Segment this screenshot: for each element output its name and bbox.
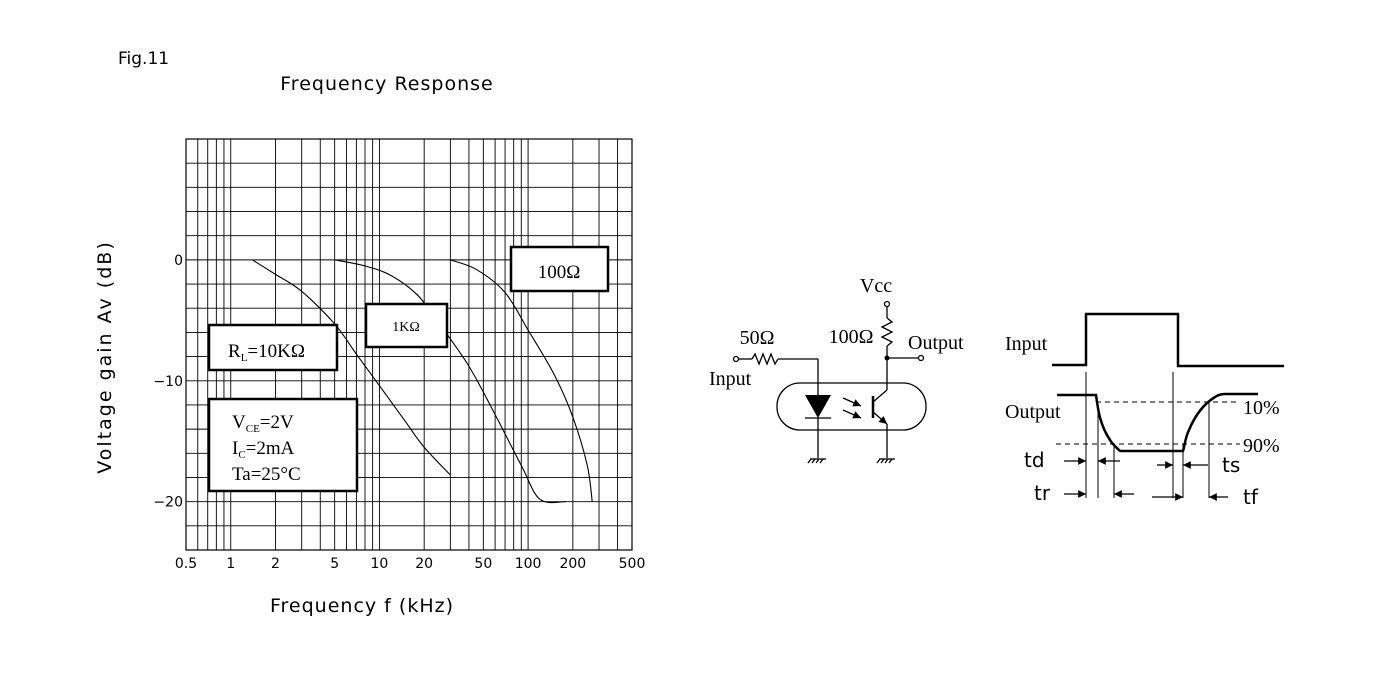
level-10-label: 10% bbox=[1243, 397, 1280, 419]
x-tick-label: 5 bbox=[330, 556, 339, 572]
output-waveform bbox=[1057, 392, 1258, 453]
series-line-2 bbox=[450, 259, 593, 502]
series-label-10k-sub: L bbox=[241, 352, 248, 364]
y-tick-labels: 0 −10 −20 bbox=[153, 253, 183, 511]
x-tick-label: 10 bbox=[371, 556, 389, 572]
condition-vce-rest: =2V bbox=[260, 412, 294, 433]
condition-vce-main: V bbox=[232, 412, 246, 433]
x-tick-label: 500 bbox=[619, 556, 646, 572]
series-label-10k-rest: =10KΩ bbox=[247, 341, 305, 362]
conditions-box: VCE=2V IC=2mA Ta=25°C bbox=[207, 397, 359, 493]
tr-label: tr bbox=[1034, 481, 1051, 505]
circuit-input-label: Input bbox=[709, 368, 752, 390]
timing-output-label: Output bbox=[1005, 401, 1061, 423]
x-tick-label: 0.5 bbox=[175, 556, 197, 572]
series-label-1k-text: 1KΩ bbox=[392, 320, 420, 335]
y-axis-label: Voltage gain Av (dB) bbox=[94, 240, 116, 473]
series-label-1k: 1KΩ bbox=[364, 302, 449, 349]
chart-title: Frequency Response bbox=[280, 73, 493, 95]
load-resistor-symbol bbox=[880, 317, 894, 347]
svg-text:VCE=2V: VCE=2V bbox=[232, 412, 294, 435]
series-label-100: 100Ω bbox=[509, 245, 610, 293]
y-tick-label: −20 bbox=[153, 495, 183, 511]
timing-diagram: Input Output 10% 90% td ts t bbox=[1005, 312, 1284, 509]
condition-ta: Ta=25°C bbox=[232, 464, 301, 485]
plot-frame bbox=[185, 138, 633, 551]
load-resistor-label: 100Ω bbox=[829, 326, 874, 348]
condition-ic-main: I bbox=[232, 438, 238, 459]
input-waveform bbox=[1052, 312, 1284, 368]
led-symbol bbox=[805, 395, 831, 418]
optocoupler-body bbox=[776, 382, 927, 431]
condition-ic-sub: C bbox=[238, 449, 245, 461]
frequency-response-chart: 0.5 1 2 5 10 20 50 100 200 500 0 −10 −20 Frequency … bbox=[94, 138, 646, 617]
y-tick-label: −10 bbox=[153, 374, 183, 390]
svg-text:IC=2mA: IC=2mA bbox=[232, 438, 295, 461]
y-tick-label: 0 bbox=[174, 253, 183, 269]
series-label-100-text: 100Ω bbox=[538, 262, 581, 283]
x-axis-label: Frequency f (kHz) bbox=[270, 595, 454, 617]
level-90-label: 90% bbox=[1243, 435, 1280, 457]
condition-vce-sub: CE bbox=[246, 423, 260, 435]
timing-input-label: Input bbox=[1005, 333, 1048, 355]
ground-symbol-transistor bbox=[876, 458, 895, 464]
td-label: td bbox=[1024, 448, 1045, 472]
x-tick-label: 50 bbox=[474, 556, 492, 572]
input-resistor-symbol bbox=[751, 352, 779, 366]
x-tick-labels: 0.5 1 2 5 10 20 50 100 200 500 bbox=[175, 556, 646, 572]
x-tick-label: 100 bbox=[515, 556, 542, 572]
x-tick-label: 20 bbox=[415, 556, 433, 572]
tf-label: tf bbox=[1243, 485, 1259, 509]
series-label-10k: RL=10KΩ bbox=[207, 323, 339, 372]
x-tick-label: 200 bbox=[559, 556, 586, 572]
series-line-0 bbox=[252, 259, 451, 476]
svg-text:RL=10KΩ: RL=10KΩ bbox=[228, 341, 305, 364]
circuit-output-label: Output bbox=[908, 332, 964, 354]
test-circuit: Vcc 100Ω Output 50Ω Input bbox=[709, 275, 964, 464]
series-label-10k-main: R bbox=[228, 341, 241, 362]
ts-label: ts bbox=[1222, 453, 1240, 477]
ground-symbol-led bbox=[807, 458, 826, 464]
series-line-1 bbox=[334, 259, 567, 504]
curves bbox=[252, 259, 593, 504]
figure-label: Fig.11 bbox=[118, 49, 169, 69]
input-resistor-label: 50Ω bbox=[740, 327, 775, 349]
vcc-label: Vcc bbox=[860, 275, 892, 297]
x-tick-label: 2 bbox=[271, 556, 280, 572]
x-tick-label: 1 bbox=[226, 556, 235, 572]
condition-ic-rest: =2mA bbox=[246, 438, 295, 459]
